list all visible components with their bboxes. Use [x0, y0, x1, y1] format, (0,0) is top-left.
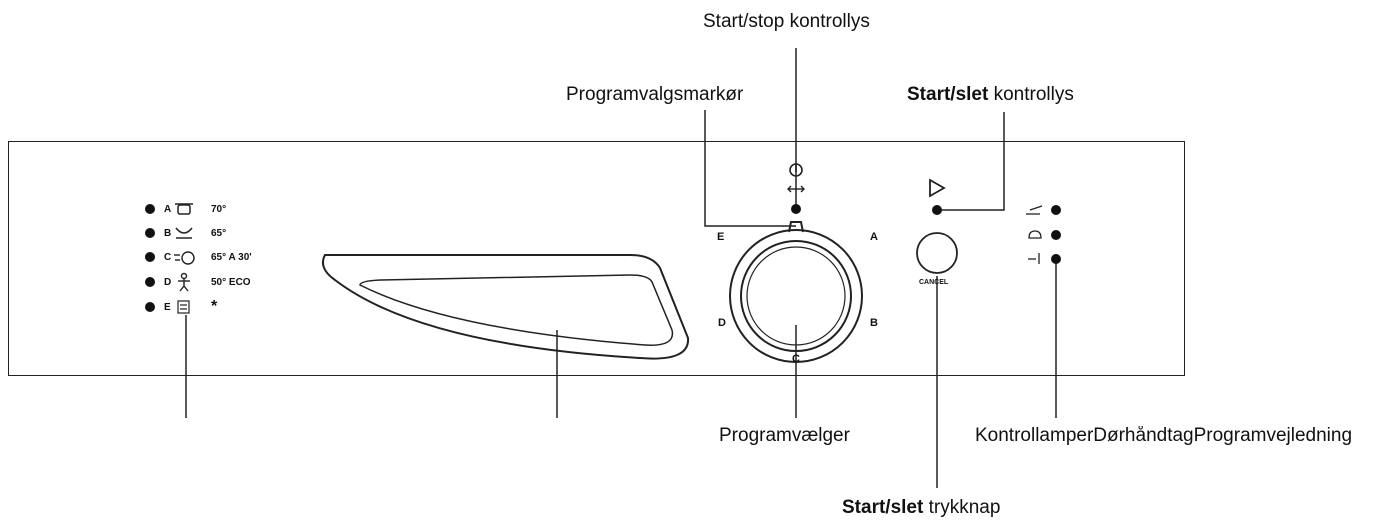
label-indicator-row: KontrollamperDørhåndtagProgramvejledning	[975, 426, 1353, 445]
rinse-icon	[177, 300, 190, 314]
guide-temp-d: 50° ECO	[211, 277, 251, 288]
guide-letter-e: E	[164, 302, 171, 313]
guide-dot-b	[145, 228, 155, 238]
label-program-selector: Programvælger	[719, 425, 850, 446]
label-start-stop-light: Start/stop kontrollys	[703, 11, 870, 32]
label-start-cancel-light: Start/slet kontrollys	[907, 85, 1074, 104]
salt-icon	[1026, 205, 1043, 215]
program-marker-dot	[791, 204, 801, 214]
guide-dot-d	[145, 277, 155, 287]
label-start-cancel-button: Start/slet trykknap	[842, 498, 1000, 517]
guide-dot-c	[145, 252, 155, 262]
label-start-cancel-light-rest: kontrollys	[988, 84, 1074, 105]
guide-temp-b: 65°	[211, 228, 227, 239]
start-cancel-light-dot	[932, 205, 942, 215]
eco-figure-icon	[178, 272, 190, 292]
dial-letter-e: E	[717, 231, 725, 243]
guide-dot-a	[145, 204, 155, 214]
bowl-icon	[175, 227, 193, 239]
indicator-lamp-glove	[1051, 230, 1061, 240]
label-program-marker: Programvalgsmarkør	[566, 84, 744, 105]
cancel-button[interactable]	[917, 233, 957, 273]
dial-letter-c: C	[792, 353, 800, 365]
quick-clock-icon	[174, 251, 195, 265]
rinse-aid-icon	[1028, 253, 1040, 264]
cancel-button-circle	[916, 232, 958, 274]
guide-dot-e	[145, 302, 155, 312]
dial-letter-a: A	[870, 231, 878, 243]
guide-temp-e: *	[211, 298, 218, 315]
pot-icon	[175, 203, 193, 215]
dial-letter-b: B	[870, 317, 878, 329]
door-handle-inner	[359, 274, 674, 346]
guide-letter-c: C	[164, 252, 172, 263]
glove-icon	[1028, 230, 1042, 239]
label-start-cancel-button-rest: trykknap	[923, 497, 1001, 518]
guide-letter-b: B	[164, 228, 172, 239]
guide-temp-a: 70°	[211, 204, 227, 215]
control-panel	[8, 141, 1185, 376]
guide-letter-d: D	[164, 277, 172, 288]
indicator-lamp-rinse-aid	[1051, 254, 1061, 264]
indicator-lamp-salt	[1051, 205, 1061, 215]
guide-temp-c: 65° A 30'	[211, 252, 252, 263]
door-handle-outline	[322, 254, 690, 360]
label-start-cancel-button-bold: Start/slet	[842, 497, 924, 518]
guide-letter-a: A	[164, 204, 172, 215]
dial-letter-d: D	[718, 317, 726, 329]
label-start-cancel-light-bold: Start/slet	[907, 84, 989, 105]
cancel-button-label: CANCEL	[919, 279, 949, 286]
